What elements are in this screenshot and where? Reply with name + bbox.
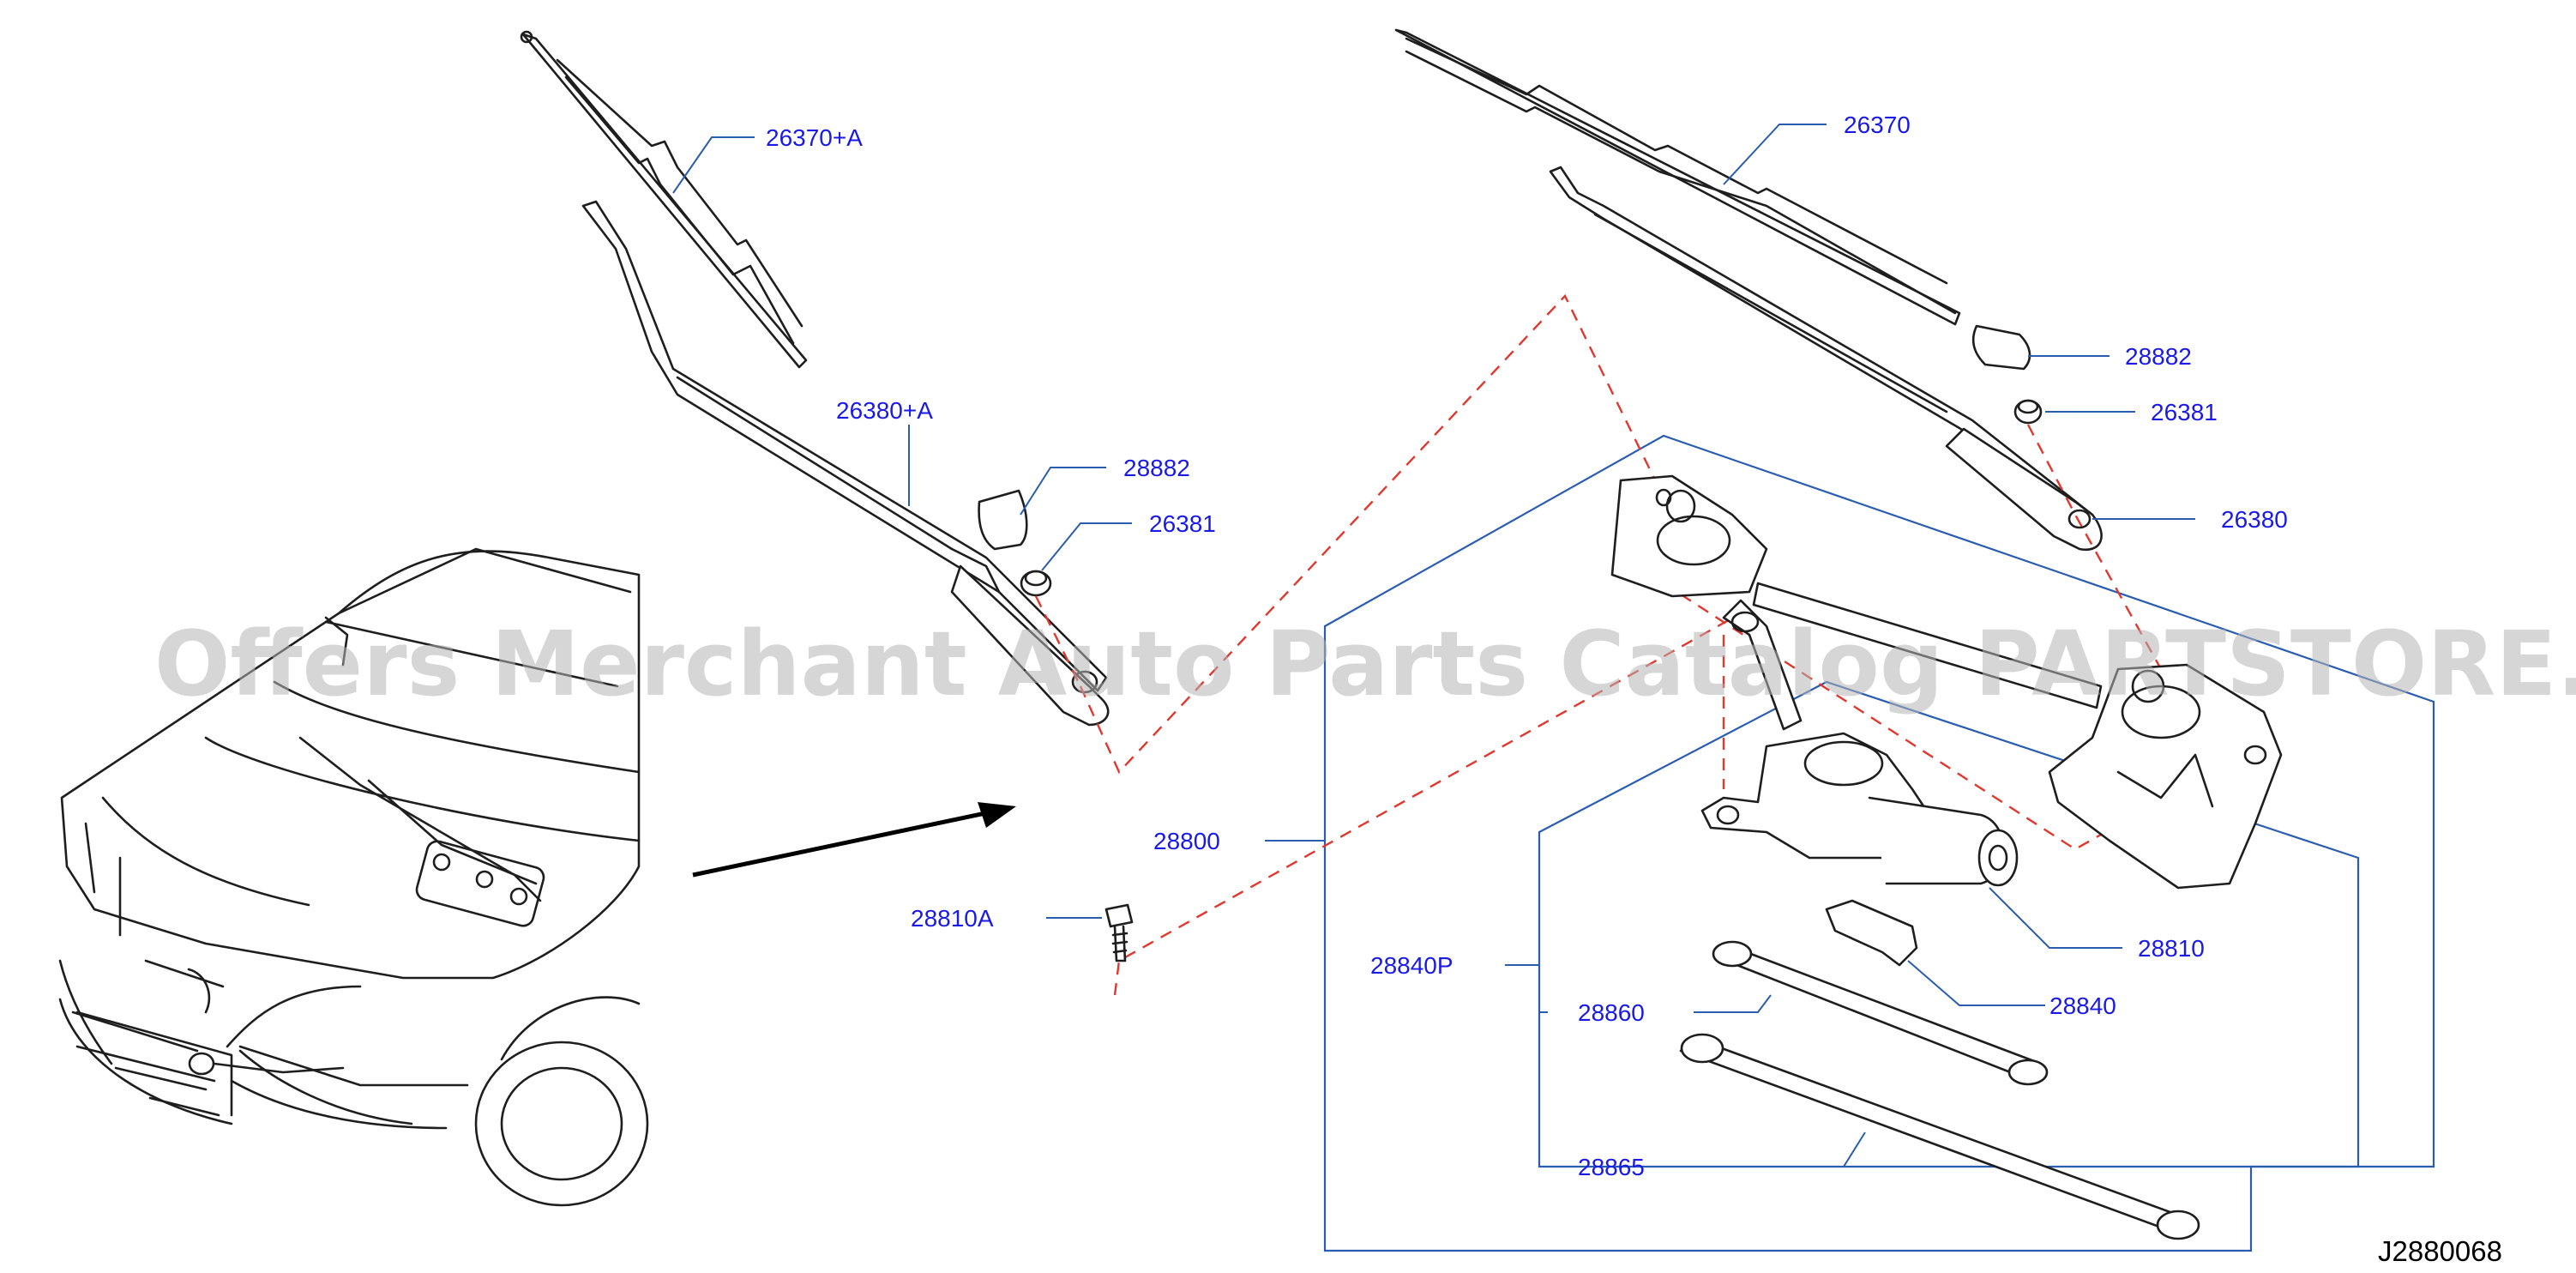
- alignment-guides: [1034, 293, 2265, 996]
- callout-nut-passenger: 26381: [2151, 399, 2218, 425]
- callout-linkage-assembly: 28800: [1153, 828, 1220, 854]
- location-arrow: [692, 807, 1002, 878]
- car-overview-illustration: [58, 547, 649, 1207]
- diagram-id: J2880068: [2378, 1235, 2502, 1267]
- wiper-blade-passenger: [1394, 28, 1961, 326]
- callout-motor-bracket: 28840: [2049, 992, 2116, 1019]
- bolt: [1104, 903, 1134, 962]
- callout-cap-driver: 28882: [1123, 455, 1190, 481]
- location-arrow-head: [978, 802, 1016, 828]
- callout-link-short: 28860: [1578, 999, 1645, 1026]
- wiper-cap-passenger: [1971, 324, 2031, 371]
- wiper-nut-passenger: [2013, 399, 2043, 425]
- callout-leaders: [672, 124, 2195, 1167]
- callout-arm-passenger: 26380: [2221, 506, 2288, 533]
- wiper-motor: [1700, 732, 2019, 887]
- callout-motor: 28810: [2138, 935, 2205, 962]
- callout-arm-driver: 26380+A: [836, 397, 933, 424]
- callout-cap-passenger: 28882: [2125, 343, 2192, 370]
- link-rod-short: [1712, 940, 2049, 1086]
- callout-blade-passenger: 26370: [1844, 112, 1911, 138]
- wiper-arm-driver: [581, 200, 1110, 727]
- linkage-mechanism: [1610, 474, 2283, 890]
- wiper-nut-driver: [1020, 570, 1052, 597]
- car-wiper-location: [415, 840, 545, 927]
- wiper-cap-driver: [978, 489, 1028, 551]
- link-rod-long: [1679, 1033, 2200, 1240]
- callout-link-long: 28865: [1578, 1154, 1645, 1180]
- wiper-blade-driver: [520, 30, 808, 369]
- motor-bracket: [1825, 899, 1918, 967]
- callout-bolt: 28810A: [911, 905, 994, 932]
- callout-link-set: 28840P: [1370, 952, 1454, 979]
- watermark-text: Offers Merchant Auto Parts Catalog PARTS…: [154, 612, 2576, 716]
- callout-nut-driver: 26381: [1149, 510, 1216, 537]
- wiper-arm-passenger: [1549, 166, 2103, 552]
- callout-blade-driver: 26370+A: [766, 124, 863, 151]
